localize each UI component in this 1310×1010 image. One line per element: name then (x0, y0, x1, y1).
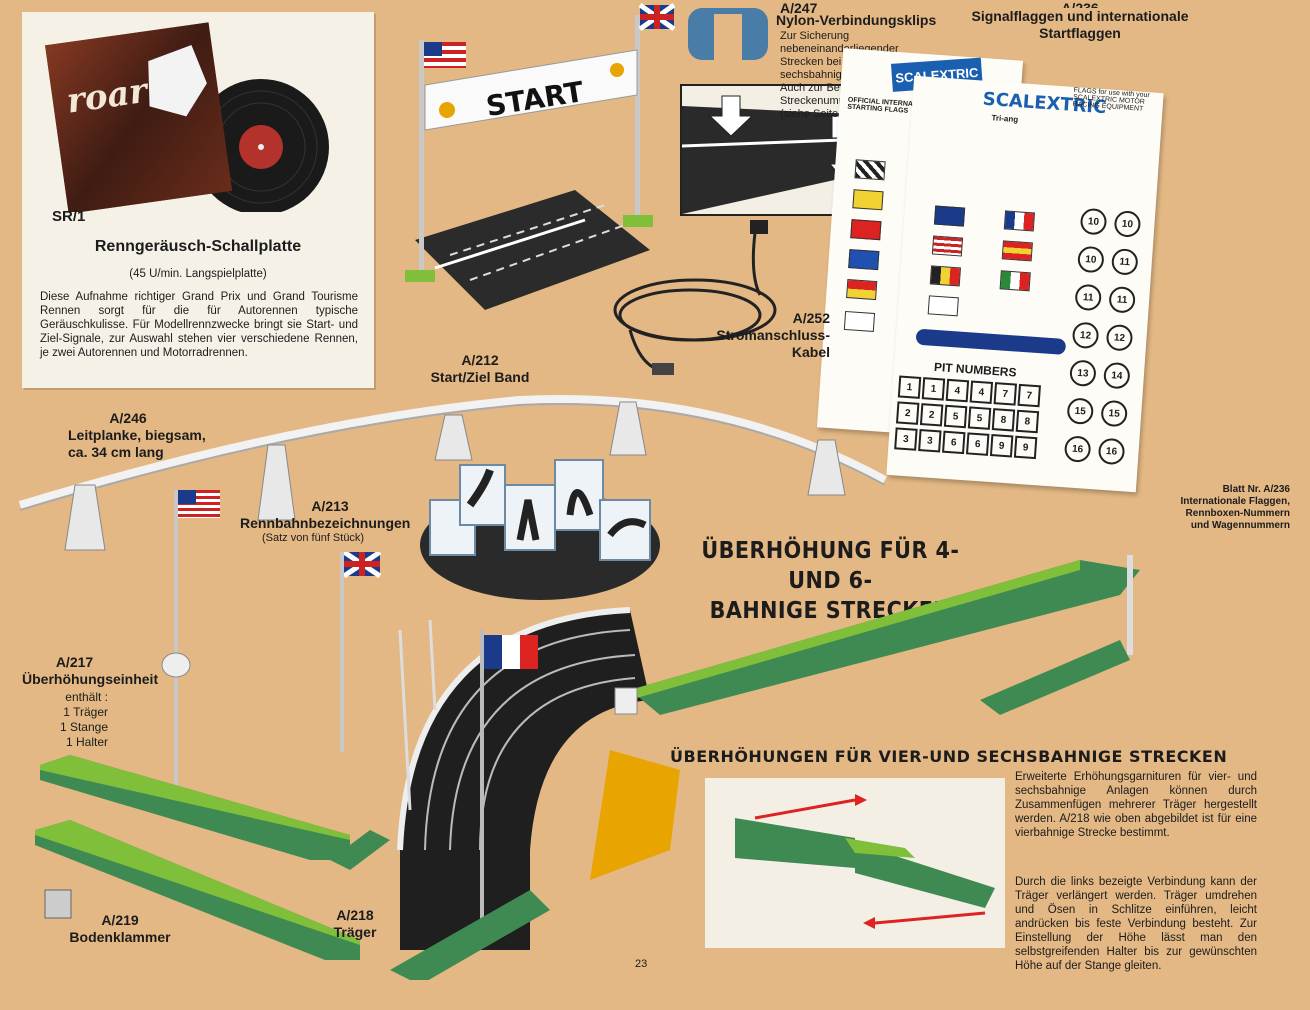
a252-label-1: Stromanschluss- (716, 327, 830, 343)
a213-sub: (Satz von fünf Stück) (262, 532, 365, 544)
pit-number-box: 9 (1013, 435, 1038, 460)
car-number-circle: 12 (1071, 321, 1100, 350)
guardrail-illustration (18, 395, 887, 551)
a246-label-2: ca. 34 cm lang (68, 444, 164, 460)
car-number-circle: 12 (1105, 323, 1134, 352)
a217-label: Überhöhungseinheit (22, 671, 159, 687)
pit-number-box: 5 (967, 406, 992, 430)
pit-number-box: 6 (942, 430, 966, 455)
banking-description-2: Durch die links bezeigte Verbindung kann… (1015, 876, 1257, 972)
car-number-circle: 11 (1110, 248, 1139, 276)
sr1-code: SR/1 (52, 208, 86, 225)
car-number-circle: 16 (1063, 435, 1092, 463)
a217-label-block: A/217 Überhöhungseinheit (22, 654, 159, 688)
car-number-circle: 10 (1113, 210, 1142, 238)
a236-note: Blatt Nr. A/236 Internationale Flaggen, … (1140, 484, 1290, 532)
car-number-circle: 10 (1076, 245, 1105, 274)
a217-item-2: 1 Stange (59, 720, 108, 734)
a236-note-2: Internationale Flaggen, (1180, 496, 1290, 507)
start-banner-illustration: START (405, 2, 675, 310)
a217-contents: enthält : 1 Träger 1 Stange 1 Halter (40, 690, 108, 750)
sr1-title: Renngeräusch-Schallplatte (94, 238, 302, 255)
a218-code: A/218 (336, 907, 374, 923)
a246-label-block: A/246 Leitplanke, biegsam, ca. 34 cm lan… (68, 410, 228, 461)
a236-code: A/236 (1061, 0, 1099, 8)
sub-headline: ÜBERHÖHUNGEN FÜR VIER-UND SECHSBAHNIGE S… (670, 747, 1228, 766)
car-number-circle: 11 (1108, 285, 1137, 314)
a217-code: A/217 (55, 654, 94, 670)
a247-code: A/247 (780, 0, 818, 16)
flag-sheets: SCALEXTRIC OFFICIAL INTERNATIONAL SIGNAL… (816, 44, 1164, 494)
a219-label-block: A/219 Bodenklammer (60, 912, 180, 946)
a252-label-block: A/252 Stromanschluss- Kabel (700, 310, 830, 361)
a236-note-4: und Wagennummern (1190, 520, 1290, 531)
sheet-front: SCALEXTRIC Tri-ang FLAGS for use with yo… (886, 75, 1164, 493)
pit-number-box: 7 (1017, 383, 1041, 408)
car-number-circle: 13 (1069, 359, 1097, 388)
elevated-support-illustration (614, 555, 1140, 715)
pit-number-box: 1 (921, 377, 946, 401)
a213-label-block: A/213 Rennbahnbezeichnungen (240, 498, 420, 532)
car-number-circle: 11 (1074, 283, 1103, 312)
pit-number-box: 1 (897, 375, 922, 399)
a252-code: A/252 (792, 310, 830, 326)
a252-label-2: Kabel (791, 344, 830, 360)
pit-number-box: 8 (991, 408, 1016, 432)
sheet-maker: Tri-ang (991, 113, 1019, 125)
a217-pole-illustration (161, 490, 220, 790)
car-number-circle: 16 (1097, 437, 1126, 466)
a217-item-1: 1 Träger (63, 705, 108, 719)
cable-illustration (613, 220, 777, 375)
a236-header: A/236 Signalflaggen und internationale S… (960, 0, 1200, 42)
uk-flag-pole-illustration (340, 552, 382, 752)
a217-contains: enthält : (65, 690, 108, 704)
banked-curve-illustration (330, 607, 680, 980)
sr1-subtitle: (45 U/min. Langspielplatte) (129, 268, 267, 280)
a212-label-block: A/212 Start/Ziel Band (400, 352, 560, 386)
a236-label-1: Signalflaggen und internationale (971, 8, 1189, 24)
sheet-pit-numbers: PIT NUMBERS (933, 359, 1017, 380)
record-illustration: roar! (45, 22, 329, 212)
a246-label-1: Leitplanke, biegsam, (68, 427, 206, 443)
a218-label-block: A/218 Träger (320, 907, 390, 941)
a236-note-3: Rennboxen-Nummern (1185, 508, 1290, 519)
a219-label: Bodenklammer (69, 929, 171, 945)
page-number: 23 (635, 958, 648, 970)
sr1-panel: roar! SR/1 Renngeräusch-Schallplatte (45… (22, 12, 374, 388)
car-number-circle: 15 (1066, 397, 1095, 426)
a213-label: Rennbahnbezeichnungen (240, 515, 411, 531)
pit-number-box: 7 (993, 382, 1018, 406)
signs-illustration (420, 459, 660, 600)
car-number-circle: 10 (1079, 207, 1108, 236)
a218-beams-illustration (35, 755, 360, 960)
clip-illustration (688, 8, 768, 66)
pit-number-box: 4 (969, 380, 994, 404)
a213-code: A/213 (311, 498, 349, 514)
banking-description-1: Erweiterte Erhöhungsgarnituren für vier-… (1015, 771, 1257, 839)
a212-code: A/212 (461, 352, 499, 368)
a218-label: Träger (333, 924, 377, 940)
a217-item-3: 1 Halter (65, 735, 108, 749)
a246-code: A/246 (109, 410, 147, 426)
pit-number-box: 3 (918, 429, 942, 453)
a212-label: Start/Ziel Band (430, 369, 530, 385)
a219-code: A/219 (101, 912, 139, 928)
pit-number-box: 6 (965, 432, 990, 456)
main-headline-1: ÜBERHÖHUNG FÜR 4- UND 6- (701, 538, 960, 594)
pit-number-box: 8 (1015, 409, 1040, 434)
pit-number-box: 5 (943, 404, 968, 429)
a247-label: Nylon-Verbindungsklips (776, 12, 937, 28)
pit-number-box: 9 (989, 434, 1014, 458)
pit-number-box: 4 (945, 378, 970, 403)
a236-note-1: Blatt Nr. A/236 (1222, 484, 1290, 495)
car-number-circle: 14 (1102, 361, 1131, 390)
pit-number-box: 2 (919, 403, 944, 427)
car-number-circle: 15 (1100, 399, 1129, 428)
a236-label-2: Startflaggen (1039, 25, 1121, 41)
joining-diagram (705, 778, 1005, 948)
sr1-description: Diese Aufnahme richtiger Grand Prix und … (40, 291, 358, 359)
